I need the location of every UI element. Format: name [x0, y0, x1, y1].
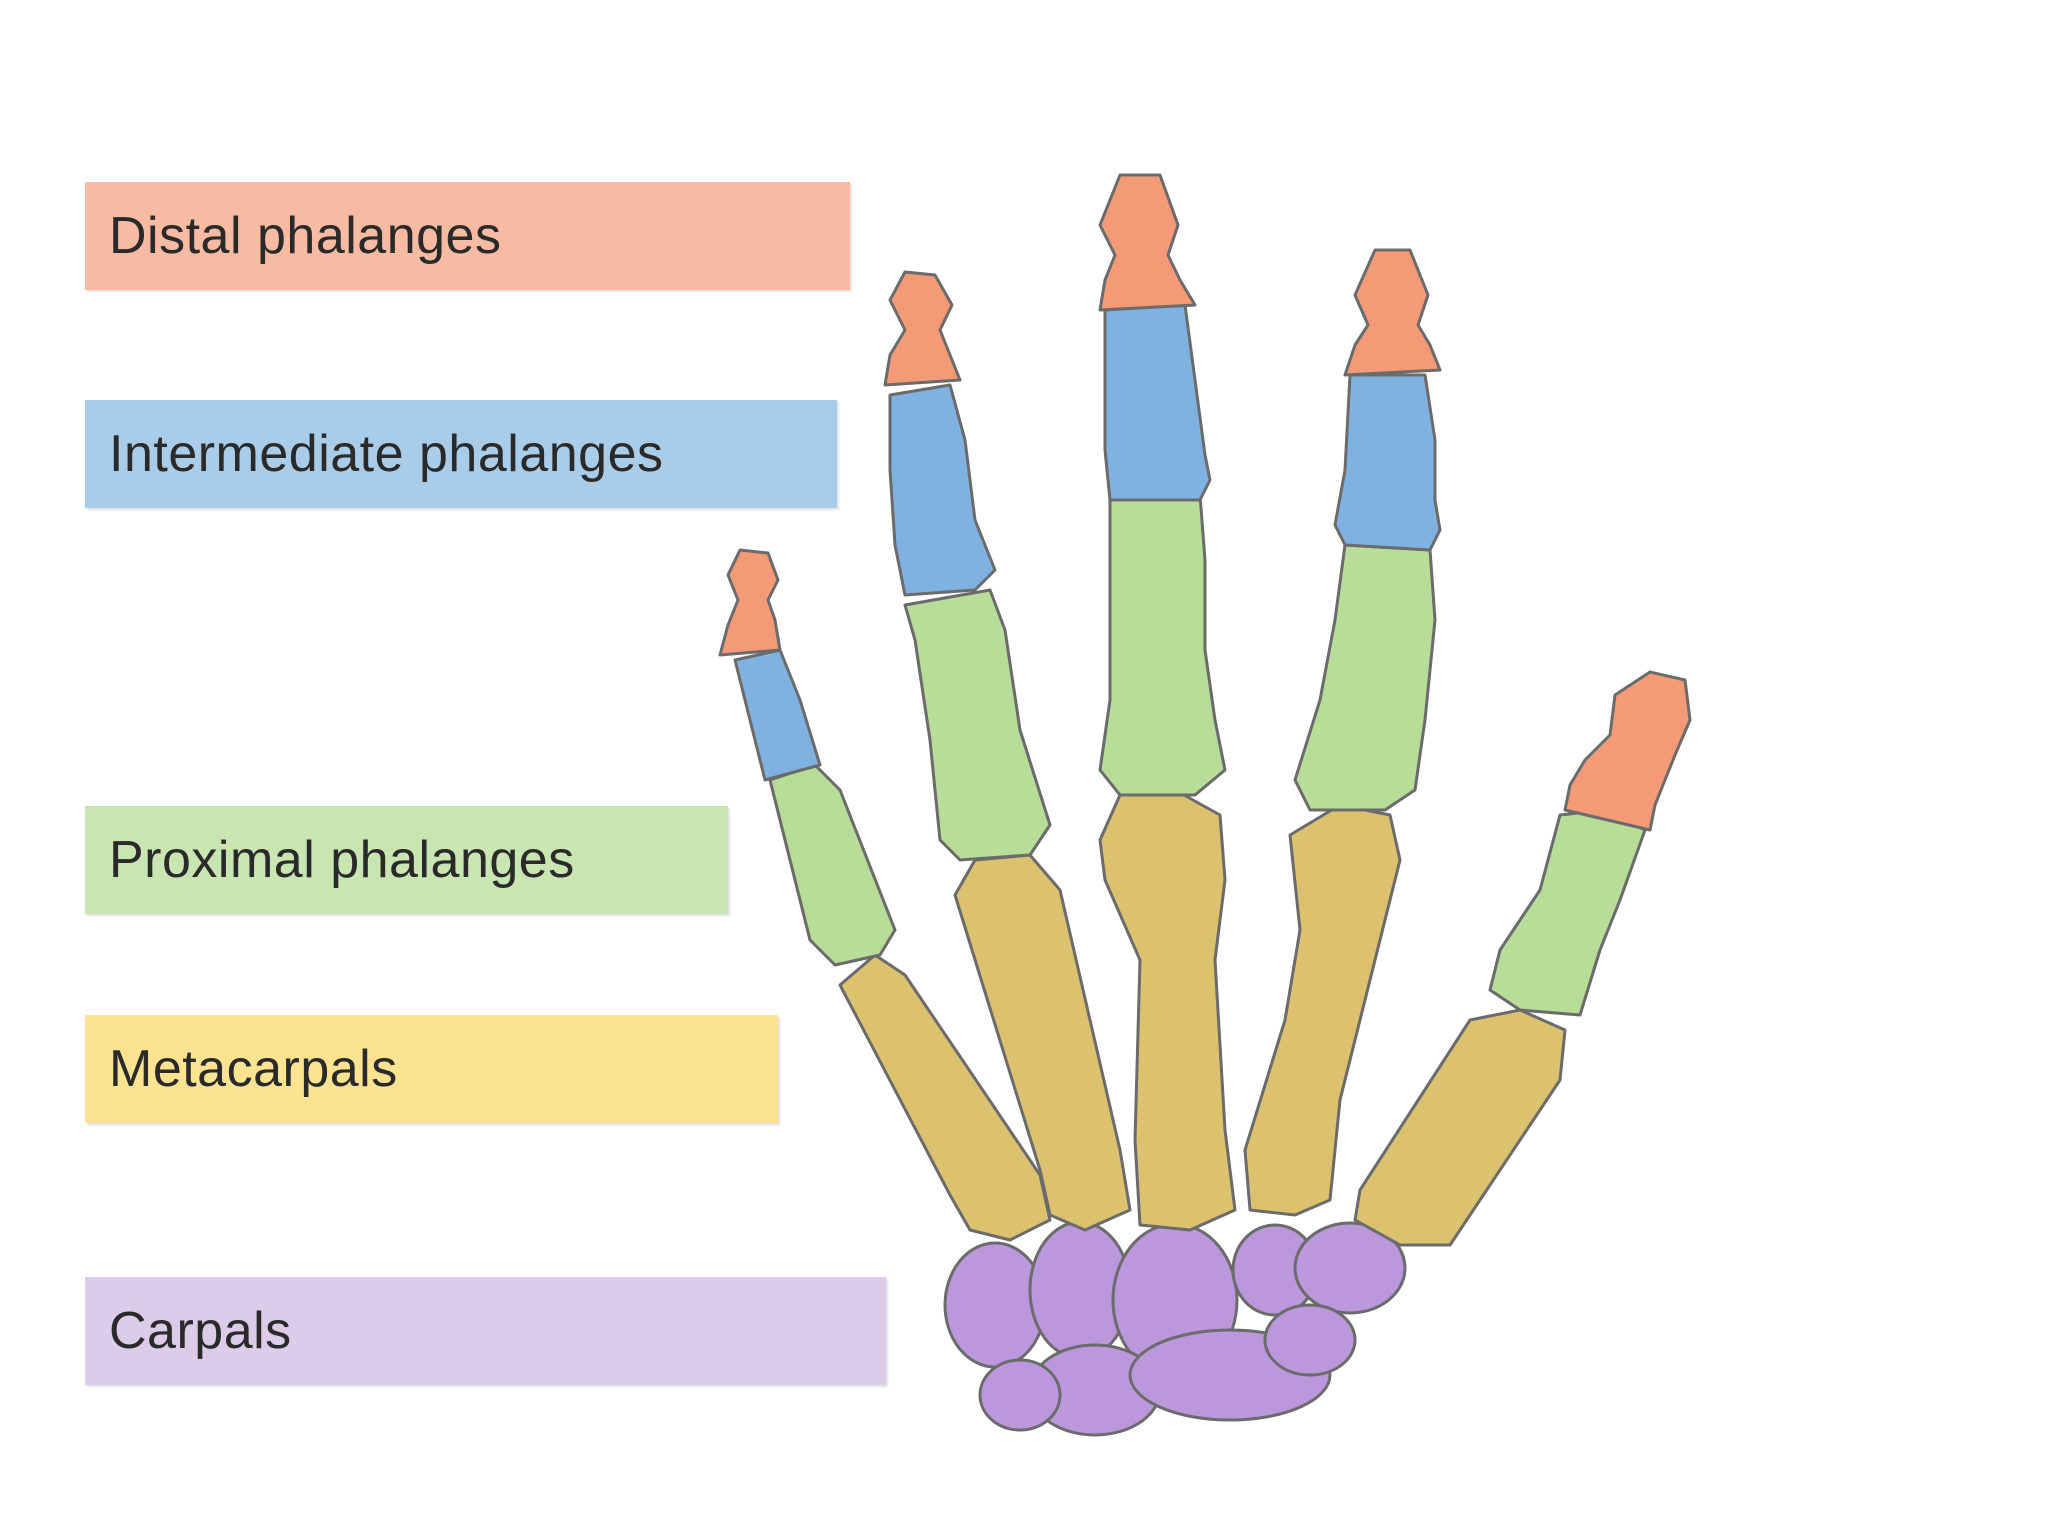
intermediate-phalanx-bone: [1333, 373, 1442, 552]
proximal-phalanx-bone: [1293, 543, 1437, 812]
metacarpal-bone: [1353, 1008, 1567, 1247]
carpal-bone: [1263, 1303, 1357, 1377]
distal-phalanx-bone: [1563, 670, 1692, 832]
distal-phalanx-bone: [1343, 248, 1442, 377]
proximal-phalanx-bone: [768, 763, 897, 967]
distal-phalanx-bone: [718, 548, 782, 657]
carpal-bones: [943, 1220, 1407, 1437]
proximal-phalanx-bone: [903, 588, 1052, 862]
carpal-bone: [1293, 1221, 1407, 1315]
label-metacarpals: Metacarpals: [85, 1015, 778, 1123]
thumb: [1353, 670, 1692, 1247]
metacarpal-bone: [838, 953, 1052, 1242]
label-proximal-phalanges: Proximal phalanges: [85, 806, 728, 914]
index-finger: [1243, 248, 1442, 1217]
little-finger: [718, 548, 1052, 1242]
middle-finger: [1098, 173, 1237, 1232]
intermediate-phalanx-bone: [888, 383, 997, 597]
distal-phalanx-bone: [1098, 173, 1197, 312]
intermediate-phalanx-bone: [1103, 303, 1212, 502]
label-intermediate-phalanges: Intermediate phalanges: [85, 400, 837, 508]
proximal-phalanx-bone: [1098, 493, 1227, 797]
label-distal-phalanges: Distal phalanges: [85, 182, 850, 290]
intermediate-phalanx-bone: [733, 648, 822, 782]
metacarpal-bone: [1243, 803, 1402, 1217]
carpal-bone: [978, 1358, 1062, 1432]
distal-phalanx-bone: [883, 270, 962, 387]
ring-finger: [883, 270, 1132, 1232]
label-carpals: Carpals: [85, 1277, 886, 1385]
proximal-phalanx-bone: [1488, 808, 1647, 1017]
